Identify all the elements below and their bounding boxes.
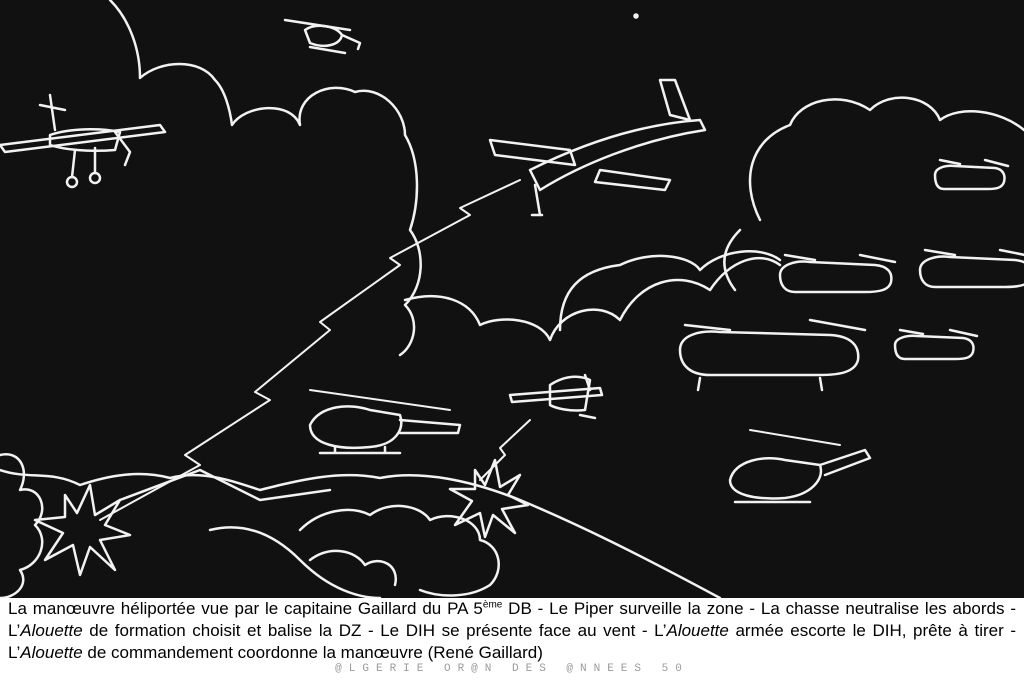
watermark-text: @LGERIE OR@N DES @NNEES 50 [335,663,689,675]
hill-mountain [118,468,332,502]
cloud-center [403,256,782,342]
explosion-left [33,483,132,577]
fighter-plane [488,78,707,217]
caption-part: de formation choisit et balise la DZ - L… [82,621,667,640]
valley-line [208,526,382,598]
bush-center-2 [308,549,398,587]
cloud-right-lower [723,228,742,292]
bush-left [0,452,44,598]
piper-aircraft [0,93,167,189]
cloud-center-lower [558,250,782,332]
caption-italic-alouette: Alouette [20,643,83,662]
caption-italic-alouette: Alouette [20,621,83,640]
star-dot [633,13,639,19]
caption-text: La manœuvre héliportée vue par le capita… [8,598,1016,664]
helicopter-top [283,18,362,55]
caption-italic-alouette: Alouette [666,621,729,640]
hill-left [0,468,722,598]
small-fighter [508,373,604,420]
caption-part: DB - Le Piper surveille la zone - La cha… [8,599,1016,640]
cloud-left [108,0,422,357]
alouette-helicopter-left [308,389,462,455]
dih-helicopter-1 [678,318,867,392]
alouette-helicopter-right [728,429,872,504]
caption-part: La manœuvre héliportée vue par le capita… [8,599,483,618]
dih-helicopter-3 [918,248,1024,289]
caption-part: de commandement coordonne la manœuvre (R… [82,643,543,662]
caption-superscript: ème [482,599,503,611]
gunfire-streak-main [99,179,521,521]
cloud-right [748,96,1024,222]
caption-part: armée escorte le DIH, prête à tirer - L’ [8,621,1017,662]
dih-helicopter-4 [893,328,979,361]
gunfire-streak-small [479,419,531,481]
dih-helicopter-5 [933,158,1010,191]
dih-helicopter-2 [778,253,897,294]
explosion-right [448,458,530,539]
chalk-drawing-illustration [0,0,1024,598]
